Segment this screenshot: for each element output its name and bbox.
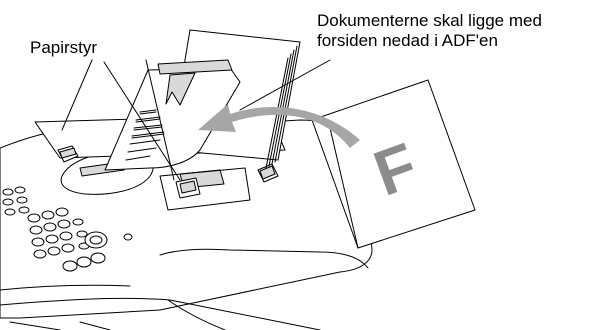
- insertion-arrow: [198, 104, 360, 148]
- leader-lines: [61, 59, 331, 181]
- document-instruction-label: Dokumenterne skal ligge med forsiden ned…: [317, 11, 609, 51]
- control-panel-keys: [2, 186, 133, 272]
- paper-guide-right: [175, 163, 279, 199]
- paper-guide-left: [57, 145, 79, 163]
- loose-page: [311, 79, 476, 249]
- document-instruction-line-1: Dokumenterne skal ligge med: [317, 11, 542, 30]
- paper-guide-label: Papirstyr: [30, 38, 98, 57]
- inserted-document: [104, 59, 241, 171]
- document-instruction-line-2: forsiden nedad i ADF'en: [317, 31, 498, 50]
- page-fold-line: [329, 127, 359, 249]
